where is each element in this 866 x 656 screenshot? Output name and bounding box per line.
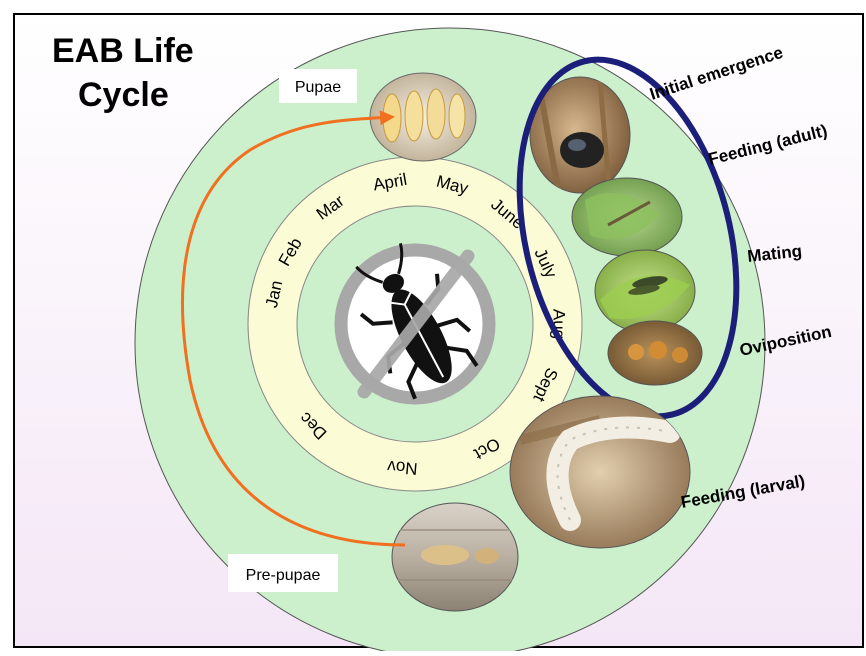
mating-photo [595,250,695,332]
oviposition-photo [608,321,702,385]
pre-pupae-label: Pre-pupae [246,567,321,584]
month-label-nov: Nov [386,457,418,479]
feeding-larval-photo [510,396,690,548]
title-line-2: Cycle [78,76,169,114]
pre-pupae-photo [390,503,520,611]
title-line-1: EAB Life [52,32,194,70]
pupae-label: Pupae [295,79,341,96]
feeding-adult-photo [572,178,682,256]
